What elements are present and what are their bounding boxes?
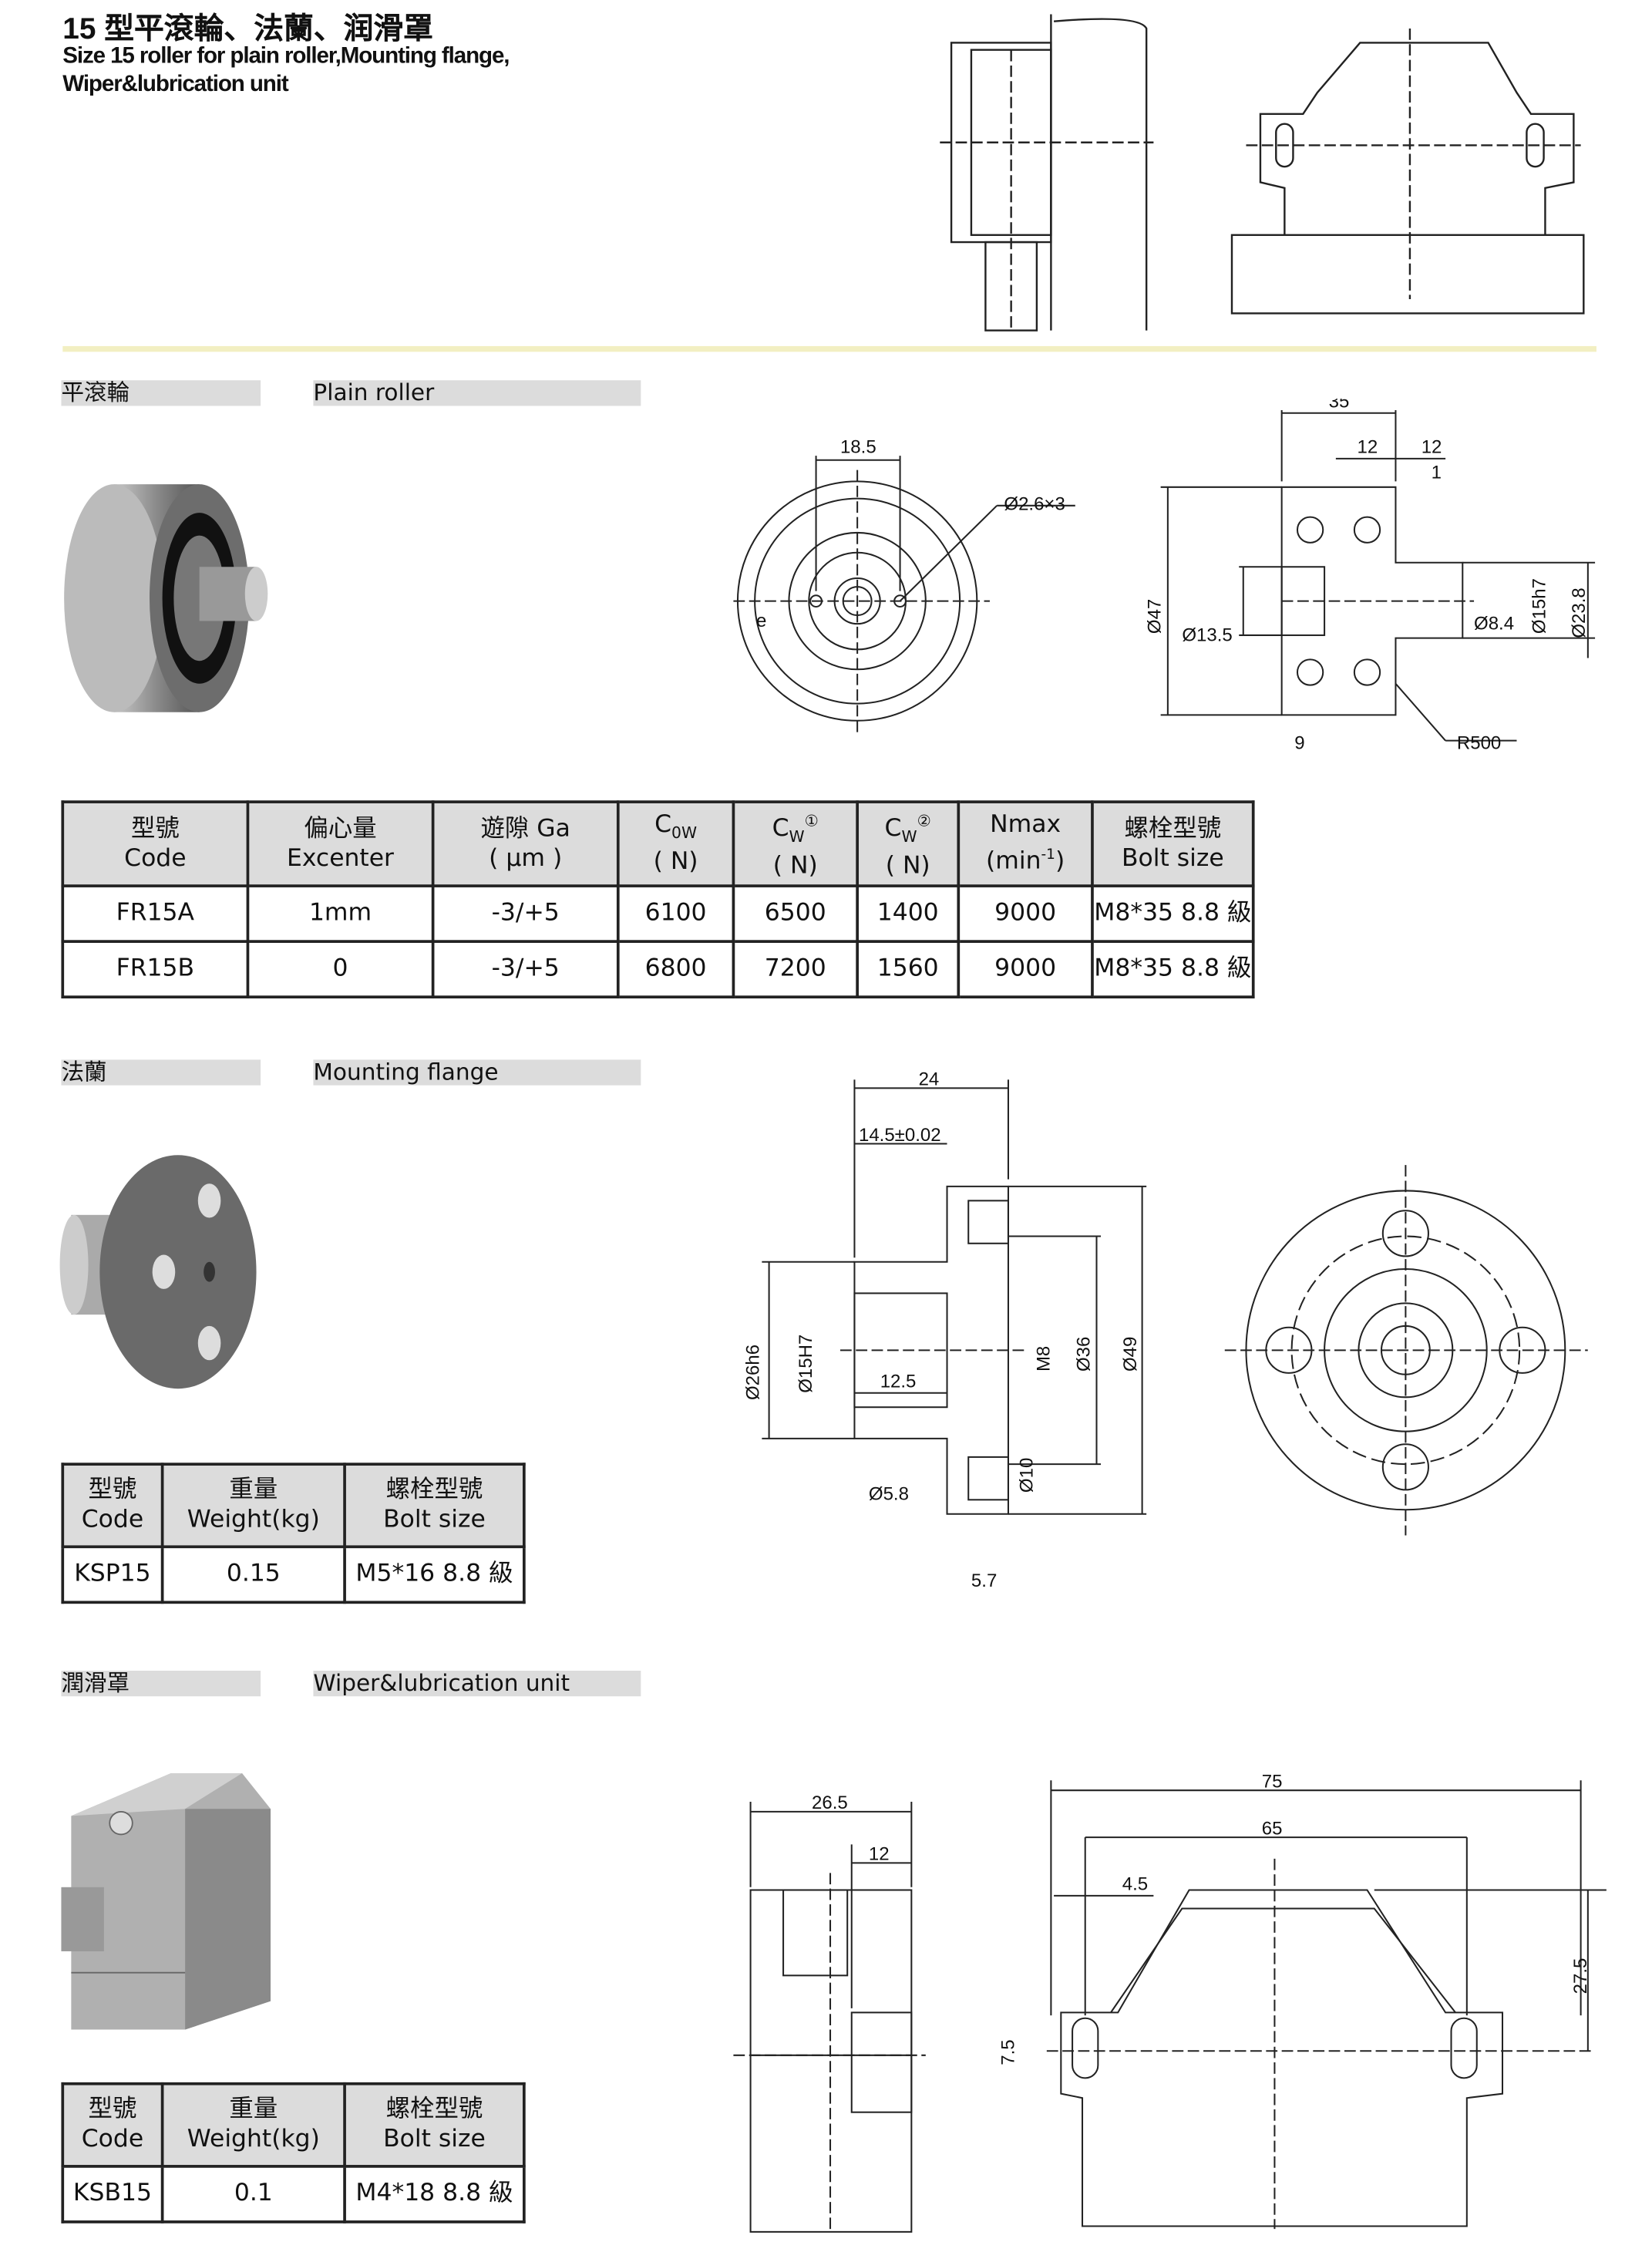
dim-label: 9 [1294, 733, 1304, 754]
cell: KSB15 [61, 2165, 164, 2223]
dim-label: Ø47 [1145, 599, 1166, 634]
cell: 1mm [246, 884, 435, 943]
wiper-image [61, 1773, 271, 2030]
cell: -3/+5 [431, 884, 620, 943]
header-cw2: CW②( N) [856, 800, 961, 887]
dim-label: 1 [1432, 463, 1442, 483]
header-cw1: CW①( N) [732, 800, 859, 887]
cell: M5*16 8.8 級 [343, 1545, 526, 1604]
section-plain-roller-en: Plain roller [313, 379, 641, 406]
cell: FR15B [61, 940, 250, 999]
dim-label: 26.5 [812, 1793, 848, 1813]
dim-label: 12.5 [880, 1371, 917, 1392]
cell: 9000 [957, 940, 1094, 999]
dim-label: 4.5 [1122, 1873, 1148, 1894]
dim-label: 35 [1329, 399, 1350, 412]
dim-label: 14.5±0.02 [859, 1125, 941, 1146]
wiper-drawing: 26.5 12 75 65 4.5 27.5 7.5 [733, 1773, 1607, 2233]
plain-roller-drawing: 18.5 Ø2.6×3 e 35 12 12 1 Ø47 Ø13.5 Ø8.4 … [733, 399, 1596, 754]
title-en-line1: Size 15 roller for plain roller,Mounting… [62, 44, 510, 69]
dim-label: Ø8.4 [1474, 614, 1514, 635]
dim-label: Ø2.6×3 [1004, 493, 1065, 514]
dim-label: 12 [1422, 436, 1442, 457]
title-en: Size 15 roller for plain roller,Mounting… [62, 42, 510, 99]
cell: -3/+5 [431, 940, 620, 999]
header-nmax: Nmax(min-1) [957, 800, 1094, 887]
header-clearance: 遊隙 Ga( μm ) [431, 800, 620, 887]
plain-roller-image [64, 484, 268, 712]
cell: 6100 [616, 884, 735, 943]
dim-label: Ø13.5 [1182, 624, 1232, 645]
assembly-drawing [940, 14, 1585, 332]
section-plain-roller-zh: 平滾輪 [61, 379, 261, 406]
dim-label: Ø15H7 [796, 1335, 816, 1393]
dim-label: R500 [1457, 733, 1501, 754]
cell: 6500 [732, 884, 859, 943]
section-wiper-zh: 潤滑罩 [61, 1670, 261, 1697]
dim-label: 5.7 [971, 1570, 997, 1591]
dim-label: 12 [1358, 436, 1378, 457]
dim-label: 75 [1262, 1773, 1283, 1792]
dim-label: Ø15h7 [1529, 578, 1549, 634]
dim-label: 12 [869, 1844, 890, 1865]
dim-label: 24 [919, 1069, 940, 1090]
dim-label: Ø23.8 [1569, 587, 1590, 638]
dim-label: Ø26h6 [743, 1345, 764, 1400]
cell: 0.15 [160, 1545, 346, 1604]
cell: 9000 [957, 884, 1094, 943]
dim-label: M8 [1034, 1346, 1055, 1372]
dim-label: 7.5 [998, 2039, 1018, 2065]
cell: 0.1 [160, 2165, 346, 2223]
section-flange-en: Mounting flange [313, 1059, 641, 1086]
cell: M4*18 8.8 級 [343, 2165, 526, 2223]
cell: FR15A [61, 884, 250, 943]
flange-image [59, 1155, 257, 1389]
dim-label: Ø36 [1073, 1337, 1094, 1372]
cell: 7200 [732, 940, 859, 999]
section-flange-zh: 法蘭 [61, 1059, 261, 1086]
dim-label: 27.5 [1570, 1958, 1591, 1994]
dim-label: Ø49 [1120, 1337, 1141, 1372]
cell: 1560 [856, 940, 961, 999]
flange-drawing: 24 14.5±0.02 Ø26h6 Ø15H7 12.5 M8 Ø36 Ø49… [743, 1069, 1588, 1591]
title-zh: 15 型平滾輪、法蘭、润滑罩 [62, 12, 433, 46]
dim-label: Ø5.8 [869, 1483, 909, 1504]
cell: 6800 [616, 940, 735, 999]
dim-label: e [756, 611, 766, 631]
cell: M8*35 8.8 級 [1091, 940, 1255, 999]
cell: M8*35 8.8 級 [1091, 884, 1255, 943]
dim-label: Ø10 [1016, 1458, 1037, 1493]
cell: 1400 [856, 884, 961, 943]
title-en-line2: Wiper&lubrication unit [62, 72, 288, 97]
cell: 0 [246, 940, 435, 999]
cell: KSP15 [61, 1545, 164, 1604]
dim-label: 65 [1262, 1818, 1283, 1839]
header-c0w: C0W( N) [616, 800, 735, 887]
dim-label: 18.5 [840, 436, 876, 457]
section-divider [62, 345, 1596, 352]
section-wiper-en: Wiper&lubrication unit [313, 1670, 641, 1697]
